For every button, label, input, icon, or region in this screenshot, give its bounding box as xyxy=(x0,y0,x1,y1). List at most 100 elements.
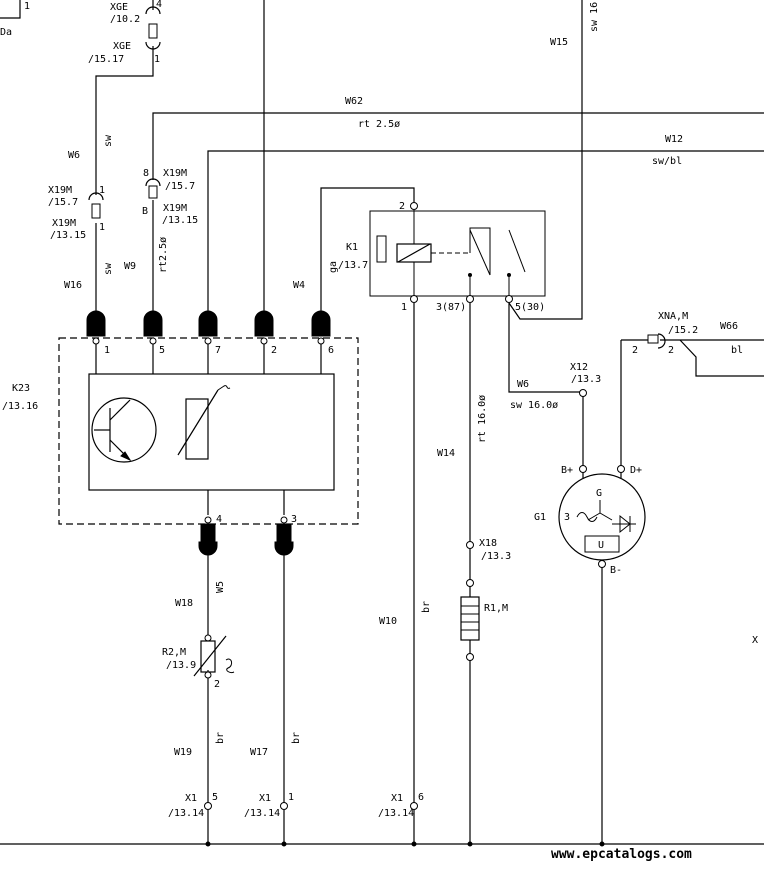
w14-label: W14 xyxy=(437,448,455,459)
xge-mid-pin: 1 xyxy=(154,54,160,65)
x19m-d-label: X19M xyxy=(163,203,187,214)
k23-pin4: 4 xyxy=(216,514,222,525)
xna-connector xyxy=(647,333,666,349)
x12-label: X12 xyxy=(570,362,588,373)
w5-vert: W5 xyxy=(215,581,226,593)
ga-vert: ga xyxy=(328,261,339,273)
k1-pin1: 1 xyxy=(401,302,407,313)
x12-ref: /13.3 xyxy=(571,374,601,385)
w62-label: W62 xyxy=(345,96,363,107)
xna-ref: /15.2 xyxy=(668,325,698,336)
r1-label: R1,M xyxy=(484,603,508,614)
x1-b-label: X1 xyxy=(259,793,271,804)
k23-bottom-connectors xyxy=(198,516,294,558)
w6-left-label: W6 xyxy=(68,150,80,161)
w15-label: W15 xyxy=(550,37,568,48)
k23-top-connectors xyxy=(86,310,331,374)
w9-label: W9 xyxy=(124,261,136,272)
w17-label: W17 xyxy=(250,747,268,758)
r2-sensor xyxy=(193,634,235,679)
x1-a-ref: /13.14 xyxy=(168,808,204,819)
xge-top-label: XGE xyxy=(110,2,128,13)
w62-spec: rt 2.5ø xyxy=(358,119,400,130)
xna-label: XNA,M xyxy=(658,311,688,322)
x18-ref: /13.3 xyxy=(481,551,511,562)
k23-pin5: 5 xyxy=(159,345,165,356)
bminus-label: B- xyxy=(610,565,622,576)
br-vert-2: br xyxy=(215,732,226,744)
w19-label: W19 xyxy=(174,747,192,758)
sw-vert-2: sw xyxy=(103,262,114,275)
x19m-b-label: X19M xyxy=(52,218,76,229)
g1-pin3: 3 xyxy=(564,512,570,523)
xge-mid-ref: /15.17 xyxy=(88,54,124,65)
x1-b-pin: 1 xyxy=(288,792,294,803)
x1-c-label: X1 xyxy=(391,793,403,804)
bl-label: bl xyxy=(731,345,743,356)
x19m-c-pin-top: 8 xyxy=(143,168,149,179)
w6-right-label: W6 xyxy=(517,379,529,390)
x1-b-ref: /13.14 xyxy=(244,808,280,819)
k23-label: K23 xyxy=(12,383,30,394)
xge-top-pin: 4 xyxy=(156,0,162,10)
x1-terminals xyxy=(204,802,418,810)
k23-pin3: 3 xyxy=(291,514,297,525)
x19m-d-ref: /13.15 xyxy=(162,215,198,226)
k23-pin1: 1 xyxy=(104,345,110,356)
br-vert-1: br xyxy=(421,601,432,613)
x19m-b-ref: /13.15 xyxy=(50,230,86,241)
sw-vert-1: sw xyxy=(103,134,114,147)
x-right-label: X xyxy=(752,635,758,646)
r2-label: R2,M xyxy=(162,647,186,658)
w6-right-spec: sw 16.0ø xyxy=(510,400,558,411)
x19m-a-pin: 1 xyxy=(99,185,105,196)
xge-top-connector xyxy=(145,0,161,50)
x1-c-pin: 6 xyxy=(418,792,424,803)
x19m-connector-mid xyxy=(145,178,161,199)
br-vert-3: br xyxy=(291,732,302,744)
top-left-da: Da xyxy=(0,27,12,38)
x19m-c-ref: /15.7 xyxy=(165,181,195,192)
x19m-a-ref: /15.7 xyxy=(48,197,78,208)
x19m-b-pin: 1 xyxy=(99,222,105,233)
bplus-label: B+ xyxy=(561,465,573,476)
transistor-symbol xyxy=(91,397,157,463)
xge-top-ref: /10.2 xyxy=(110,14,140,25)
x1-c-ref: /13.14 xyxy=(378,808,414,819)
x18-label: X18 xyxy=(479,538,497,549)
k23-pin7: 7 xyxy=(215,345,221,356)
sw16-vert-label: sw 16 xyxy=(589,2,600,32)
r1-resistor xyxy=(460,541,480,661)
k1-label: K1 xyxy=(346,242,358,253)
u-label: U xyxy=(598,540,604,551)
g1-label: G1 xyxy=(534,512,546,523)
k1-ref: /13.7 xyxy=(338,260,368,271)
k1-pin3: 3(87) xyxy=(436,302,466,313)
w12-spec: sw/bl xyxy=(652,156,682,167)
watermark-text: www.epcatalogs.com xyxy=(551,847,692,862)
xna-pin-l: 2 xyxy=(632,345,638,356)
w10-label: W10 xyxy=(379,616,397,627)
k1-pin5: 5(30) xyxy=(515,302,545,313)
k23-ref: /13.16 xyxy=(2,401,38,412)
x19m-a-label: X19M xyxy=(48,185,72,196)
w66-label: W66 xyxy=(720,321,738,332)
wires xyxy=(0,0,764,847)
top-left-num: 1 xyxy=(24,1,30,12)
xge-mid-label: XGE xyxy=(113,41,131,52)
r2-ref: /13.9 xyxy=(166,660,196,671)
variable-resistor-symbol xyxy=(177,385,231,460)
x19m-c-label: X19M xyxy=(163,168,187,179)
k1-relay xyxy=(369,202,546,303)
x1-a-pin: 5 xyxy=(212,792,218,803)
dplus-label: D+ xyxy=(630,465,642,476)
x12-terminal xyxy=(579,389,587,397)
r2-pin2: 2 xyxy=(214,679,220,690)
x1-a-label: X1 xyxy=(185,793,197,804)
w18-label: W18 xyxy=(175,598,193,609)
w16-label: W16 xyxy=(64,280,82,291)
w4-label: W4 xyxy=(293,280,305,291)
rt25-vert: rt2.5ø xyxy=(158,237,169,273)
